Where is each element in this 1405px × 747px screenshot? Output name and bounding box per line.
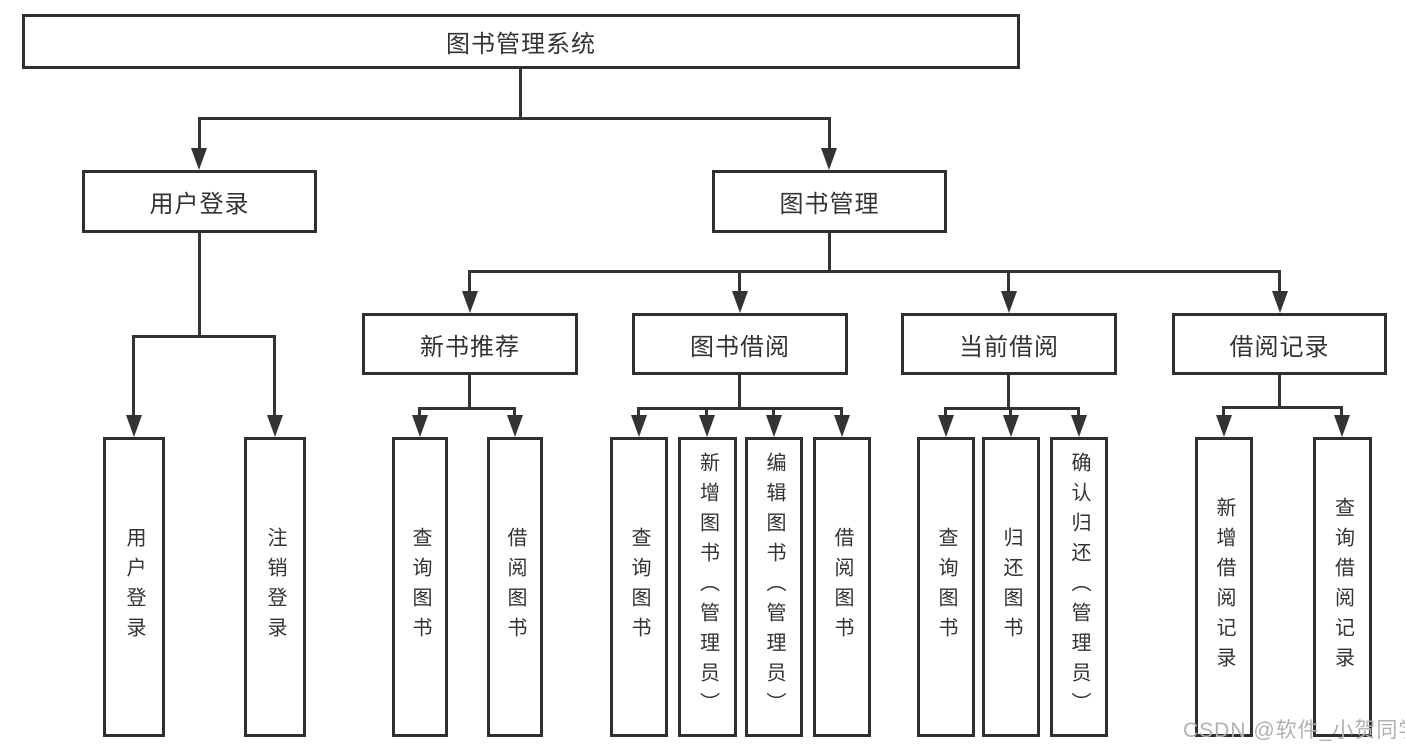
- arrow-down-icon: [821, 148, 837, 170]
- arrow-down-icon: [462, 291, 478, 313]
- connector-line: [1340, 406, 1343, 417]
- connector-line: [1278, 375, 1281, 408]
- leaf-edit-book-admin: 编辑图书（管理员）: [745, 437, 803, 737]
- node-root: 图书管理系统: [22, 14, 1020, 69]
- connector-line: [1009, 407, 1012, 417]
- arrow-down-icon: [631, 415, 647, 437]
- connector-line: [1007, 270, 1010, 293]
- connector-line: [198, 233, 201, 337]
- connector-line: [705, 407, 708, 417]
- leaf-add-borrow-record: 新增借阅记录: [1195, 437, 1253, 737]
- leaf-logout: 注销登录: [244, 437, 306, 737]
- connector-line: [828, 232, 831, 273]
- connector-line: [519, 69, 522, 117]
- node-borrowing-records-label: 借阅记录: [1229, 333, 1330, 361]
- arrow-down-icon: [267, 415, 283, 437]
- connector-line: [418, 407, 421, 417]
- arrow-down-icon: [191, 148, 207, 170]
- leaf-user-login: 用户登录: [103, 437, 165, 737]
- arrow-down-icon: [1272, 291, 1288, 313]
- arrow-down-icon: [1216, 415, 1232, 437]
- node-root-label: 图书管理系统: [446, 31, 596, 58]
- arrow-down-icon: [766, 415, 782, 437]
- node-new-book-recommend: 新书推荐: [362, 313, 578, 375]
- connector-line: [468, 375, 471, 409]
- arrow-down-icon: [1334, 415, 1350, 437]
- connector-line: [944, 407, 947, 417]
- node-book-borrowing: 图书借阅: [632, 313, 848, 375]
- arrow-down-icon: [732, 291, 748, 313]
- arrow-down-icon: [1003, 415, 1019, 437]
- watermark: CSDN @软件_小贺同学: [1183, 719, 1405, 742]
- connector-line: [738, 375, 741, 409]
- connector-line: [1278, 270, 1281, 293]
- node-current-borrowing: 当前借阅: [901, 313, 1117, 375]
- connector-line: [738, 270, 741, 293]
- connector-line: [637, 407, 843, 410]
- arrow-down-icon: [699, 415, 715, 437]
- connector-line: [1007, 375, 1010, 409]
- connector-line: [132, 335, 276, 338]
- connector-line: [1222, 406, 1343, 409]
- connector-line: [198, 117, 201, 150]
- node-user-login-label: 用户登录: [149, 191, 250, 218]
- arrow-down-icon: [1001, 291, 1017, 313]
- leaf-query-books-borrowing: 查询图书: [610, 437, 668, 737]
- connector-line: [1222, 406, 1225, 417]
- connector-line: [840, 407, 843, 417]
- arrow-down-icon: [938, 415, 954, 437]
- connector-line: [198, 117, 831, 120]
- connector-line: [132, 335, 135, 415]
- connector-line: [468, 270, 1281, 273]
- arrow-down-icon: [126, 415, 142, 437]
- leaf-return-books: 归还图书: [982, 437, 1040, 737]
- node-book-management-label: 图书管理: [779, 191, 880, 218]
- connector-line: [637, 407, 640, 417]
- node-book-borrowing-label: 图书借阅: [690, 333, 790, 361]
- leaf-add-book-admin: 新增图书（管理员）: [678, 437, 737, 737]
- node-borrowing-records: 借阅记录: [1172, 313, 1387, 375]
- node-book-management: 图书管理: [712, 170, 947, 233]
- arrow-down-icon: [834, 415, 850, 437]
- leaf-confirm-return-admin: 确认归还（管理员）: [1050, 437, 1108, 737]
- arrow-down-icon: [1071, 415, 1087, 437]
- leaf-query-books-current: 查询图书: [917, 437, 975, 737]
- leaf-query-borrow-record: 查询借阅记录: [1313, 437, 1372, 737]
- leaf-borrow-books-recommend: 借阅图书: [487, 437, 543, 737]
- connector-line: [418, 407, 516, 410]
- connector-line: [1077, 407, 1080, 417]
- node-user-login: 用户登录: [82, 170, 317, 233]
- connector-line: [468, 270, 471, 293]
- arrow-down-icon: [412, 415, 428, 437]
- connector-line: [273, 335, 276, 415]
- connector-line: [513, 407, 516, 417]
- arrow-down-icon: [507, 415, 523, 437]
- leaf-borrow-books: 借阅图书: [813, 437, 871, 737]
- node-current-borrowing-label: 当前借阅: [959, 333, 1059, 361]
- node-new-book-recommend-label: 新书推荐: [420, 333, 520, 361]
- connector-line: [944, 407, 1080, 410]
- leaf-query-books-recommend: 查询图书: [392, 437, 448, 737]
- connector-line: [772, 407, 775, 417]
- connector-line: [828, 117, 831, 150]
